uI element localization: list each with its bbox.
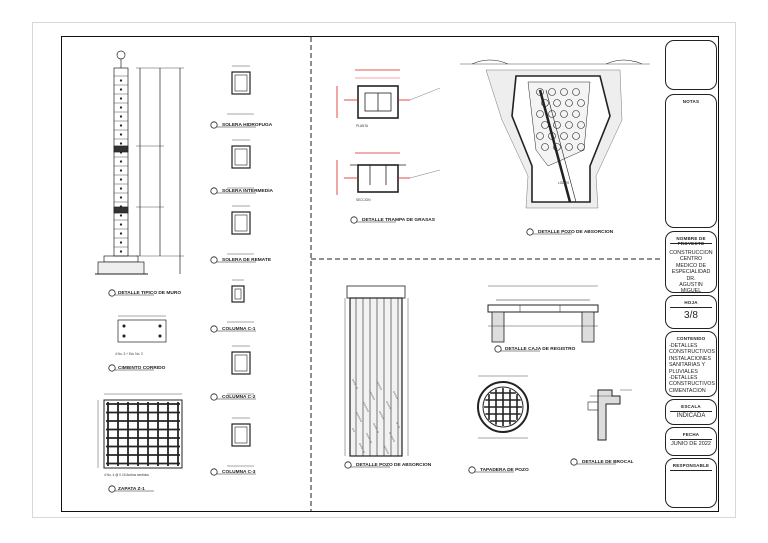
notes-box: NOTAS [665, 94, 717, 228]
responsible-header: RESPONSABLE [672, 463, 710, 468]
pozo-absorcion-graphic [460, 59, 650, 209]
sheet-box: HOJA 3/8 [665, 295, 717, 329]
column-sections [227, 65, 254, 467]
date-header: FECHA [682, 432, 700, 437]
label-lodos: LODOS [558, 181, 570, 185]
content-list: -DETALLES CONSTRUCTIVOS INSTALACIONES SA… [669, 343, 715, 394]
zapata-graphic [97, 393, 183, 469]
project-header: NOMBRE DE PROYECTO [676, 236, 706, 246]
tapadera-graphic [477, 375, 529, 439]
notes-header: NOTAS [682, 99, 700, 104]
label-columna-c3: COLUMNA C-3 [222, 470, 256, 475]
sheet-header: HOJA [684, 300, 698, 305]
label-solera-remate: SOLERA DE REMATE [222, 258, 272, 263]
wall-detail-graphic [95, 50, 184, 275]
label-solera-intermedia: SOLERA INTERMEDIA [222, 189, 273, 194]
label-corrido: CIMIENTO CORRIDO [118, 366, 166, 371]
label-corrido-ref: 4 No. 3 + Est. No. 2 [115, 352, 143, 356]
label-seccion: SECCION [356, 198, 371, 202]
project-box: NOMBRE DE PROYECTO CONSTRUCCION CENTRO M… [665, 231, 717, 293]
label-tapadera: TAPADERA DE POZO [480, 468, 529, 473]
content-header: CONTENIDO [676, 336, 706, 341]
caja-registro-graphic [487, 285, 599, 343]
label-solera-hidrofuga: SOLERA HIDROFUGA [222, 123, 273, 128]
label-zapata: ZAPATA Z-1 [118, 487, 145, 492]
date-value: JUNIO DE 2022 [670, 441, 712, 447]
label-pozo-top: DETALLE POZO DE ABSORCION [538, 230, 614, 235]
content-box: CONTENIDO -DETALLES CONSTRUCTIVOS INSTAL… [665, 331, 717, 397]
trampa-graphic [336, 69, 441, 195]
title-block-top [665, 40, 717, 90]
label-caja: DETALLE CAJA DE REGISTRO [505, 347, 576, 352]
label-zapata-ref: 4 No. 4 @ 0.15 Ambos sentidos [104, 473, 149, 477]
label-columna-c2: COLUMNA C-2 [222, 395, 256, 400]
label-planta: PLANTA [356, 124, 369, 128]
project-name: CONSTRUCCION CENTRO MEDICO DE ESPECIALID… [669, 250, 713, 293]
scale-box: ESCALA INDICADA [665, 399, 717, 425]
sheet-number: 3/8 [684, 310, 698, 321]
plan-frame [61, 36, 719, 512]
corrido-graphic [117, 315, 167, 343]
date-box: FECHA JUNIO DE 2022 [665, 427, 717, 456]
label-trampa: DETALLE TRAMPA DE GRASAS [362, 218, 435, 223]
brocal-graphic [587, 389, 632, 441]
label-pozo-section: DETALLE POZO DE ABSORCION [356, 463, 432, 468]
scale-header: ESCALA [681, 404, 701, 409]
scale-value: INDICADA [676, 413, 706, 419]
label-brocal: DETALLE DE BROCAL [582, 460, 634, 465]
responsible-box: RESPONSABLE [665, 458, 717, 508]
label-columna-c1: COLUMNA C-1 [222, 327, 256, 332]
label-wall-detail: DETALLE TIPICO DE MURO [118, 291, 182, 296]
pozo-section-graphic [344, 285, 409, 457]
